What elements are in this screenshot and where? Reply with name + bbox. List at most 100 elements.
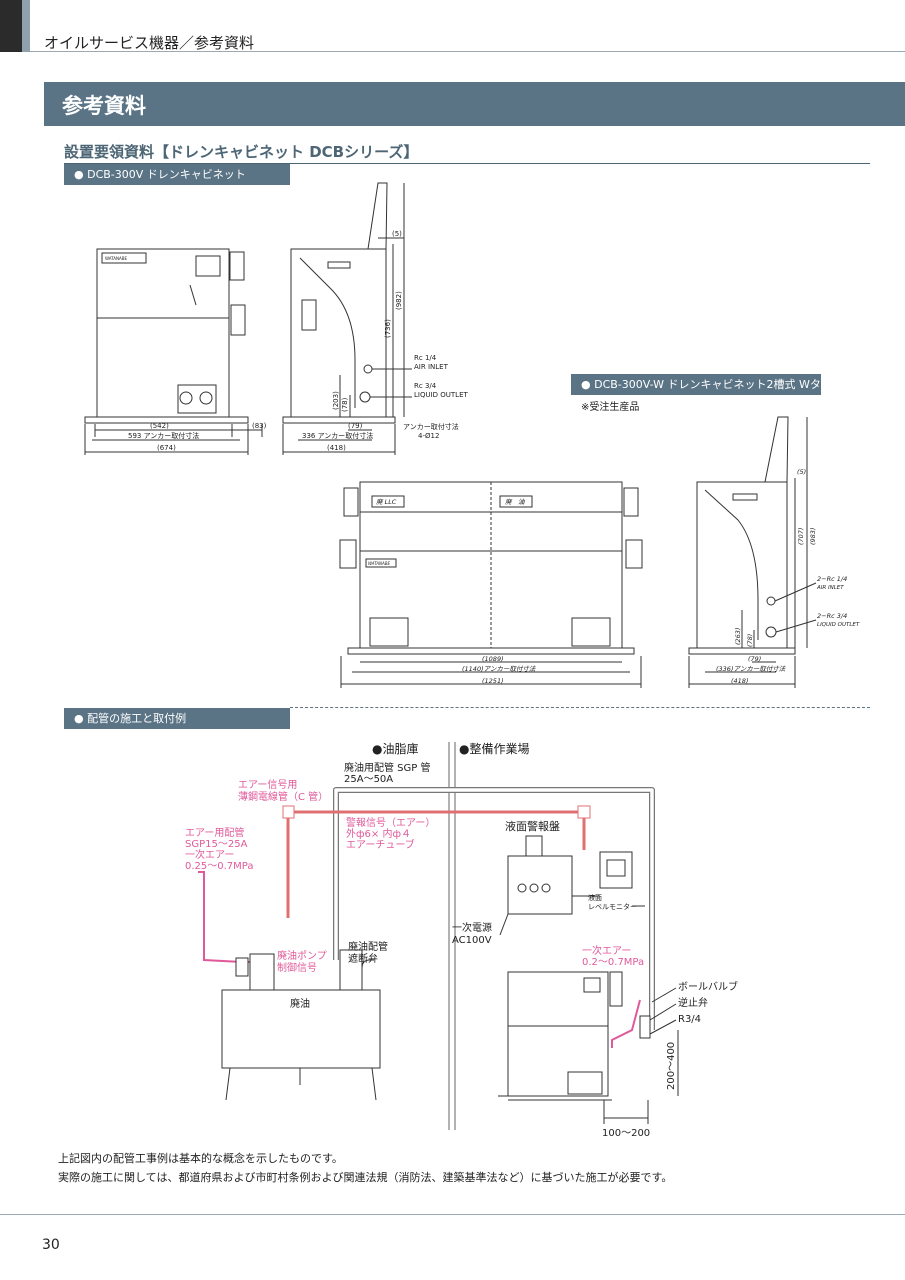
piping-dashed-rule (290, 707, 870, 708)
anchor-holes: 4-Ø12 (418, 432, 439, 440)
w-air-inlet-label: AIR INLET (816, 585, 844, 591)
air-supply-pipe-right (611, 999, 641, 1048)
page-number: 30 (42, 1237, 60, 1253)
side-air-inlet (363, 364, 373, 374)
alarm-label-1: 警報信号（エアー） (346, 816, 435, 829)
drawing-dcb300vw (339, 416, 817, 688)
r34-label: R3/4 (678, 1014, 701, 1025)
air-signal-label-1: エアー信号用 (238, 779, 297, 791)
dim-78: (78) (341, 397, 349, 412)
pump-label-1: 廃油ポンプ (277, 949, 327, 962)
side-lid-open (367, 182, 388, 250)
dim-418: (418) (327, 444, 346, 452)
level-monitor (599, 851, 633, 889)
side-valve (301, 299, 317, 331)
side-base (282, 416, 396, 424)
w-base (347, 647, 635, 655)
header-rule (30, 51, 905, 52)
w-air-inlet-size: 2−Rc 1/4 (817, 575, 847, 583)
running-header: オイルサービス機器／参考資料 (44, 34, 255, 52)
air-pipe-label-2: SGP15〜25A (185, 839, 248, 850)
w-regulator-left (343, 487, 359, 517)
section-subtitle: 設置要領資料【ドレンキャビネット DCBシリーズ】 (64, 143, 419, 161)
w-side-air-inlet (766, 596, 776, 606)
area-workshop: ●整備作業場 (459, 741, 529, 756)
front-cabinet-body (96, 248, 230, 418)
alarm-panel-label: 液面警報盤 (505, 819, 560, 833)
w-regulator-right (623, 487, 639, 517)
liquid-outlet-size: Rc 3/4 (414, 382, 437, 390)
waste-pipe-label-1: 廃油用配管 SGP 管 (344, 761, 430, 774)
front-window (195, 255, 221, 277)
valve-label-1: 廃油配管 (348, 940, 388, 953)
power-label-1: 一次電源 (452, 921, 492, 934)
air-pipe-label-4: 0.25〜0.7MPa (185, 861, 254, 872)
w-pump-left (369, 617, 409, 647)
front-logo-text: WATANABE (105, 256, 128, 261)
w-dim-336: (336)アンカー取付寸法 (716, 665, 786, 673)
alarm-lamp (525, 835, 543, 857)
check-valve-label: 逆止弁 (678, 996, 708, 1009)
subtitle-rule (64, 163, 870, 164)
anchor-label: アンカー取付寸法 (403, 422, 459, 431)
valve-label-2: 遮断弁 (348, 952, 378, 965)
w-dim-79: (79) (748, 655, 761, 663)
w-dim-707: (707) (797, 528, 805, 545)
w-dim-263: (263) (734, 628, 742, 645)
drain-cabinet (507, 971, 609, 1097)
dim-736: (736) (384, 319, 392, 338)
w-tank-label-left-box (371, 495, 405, 508)
title-band (44, 82, 905, 126)
footer-rule (0, 1214, 905, 1215)
drawing-dcb300v-labels: WATANABE (542) (83) 593 アンカー取付寸法 (674) (… (105, 230, 469, 452)
dim-203: (203) (332, 391, 340, 410)
dim-200-400: 200〜400 (666, 1042, 677, 1090)
waste-oil-pump (249, 953, 275, 991)
corner-accent-bar (22, 0, 30, 52)
front-logo-plate (101, 252, 147, 264)
waste-tank-label: 廃油 (290, 997, 310, 1010)
air-supply-pipe-left (198, 871, 254, 963)
air-inlet-size: Rc 1/4 (414, 354, 437, 362)
liquid-outlet-label: LIQUID OUTLET (414, 391, 469, 399)
dim-336: 336 アンカー取付寸法 (302, 431, 373, 440)
w-dim-1251: (1251) (482, 677, 504, 685)
alarm-panel-box (507, 855, 573, 915)
waste-oil-tank (221, 989, 381, 1069)
front-filter (230, 304, 246, 336)
air-pipe-label-3: 一次エアー (185, 848, 234, 861)
dim-100-200: 100〜200 (602, 1128, 650, 1139)
w-side-handle (732, 493, 758, 501)
drawing-dcb300v (84, 182, 412, 455)
label-piping: ● 配管の施工と取付例 (64, 708, 290, 729)
front-lever (189, 284, 197, 306)
w-side-lid (764, 416, 789, 483)
level-monitor-label-1: 液面 (588, 893, 602, 902)
w-pump-right (571, 617, 611, 647)
dim-79: (79) (348, 422, 363, 430)
alarm-label-3: エアーチューブ (346, 838, 415, 851)
primary-air-label-1: 一次エアー (582, 944, 631, 957)
primary-air-label-2: 0.2〜0.7MPa (582, 957, 644, 968)
w-dim-5: (5) (797, 468, 806, 476)
power-label-2: AC100V (452, 935, 492, 946)
page-title: 参考資料 (62, 94, 146, 118)
air-signal-label-2: 薄鋼電線管（C 管） (238, 790, 328, 803)
w-side-liquid-outlet (765, 626, 777, 638)
w-logo-plate (365, 558, 397, 568)
label-dcb300vw: ● DCB-300V-W ドレンキャビネット2槽式 Wタイプ (571, 374, 821, 412)
w-liquid-outlet-label: LIQUID OUTLET (817, 622, 860, 628)
made-to-order-note: ※受注生産品 (581, 402, 640, 413)
waste-pipe-label-2: 25A〜50A (344, 774, 393, 785)
dim-674: (674) (157, 444, 176, 452)
w-tank-label-right-box (499, 495, 533, 508)
w-liquid-outlet-size: 2−Rc 3/4 (817, 612, 847, 620)
dim-982: (982) (395, 291, 403, 310)
front-base (84, 416, 249, 424)
air-pipe-label-1: エアー用配管 (185, 826, 244, 839)
w-dim-1089: (1089) (482, 655, 504, 663)
drawing-dcb300vw-labels: 廃 LLC 廃 油 WATANABE (1089) (1140)アンカー取付寸法… (368, 468, 860, 685)
front-pump-wheel (179, 391, 193, 405)
side-drain-hose (299, 257, 356, 408)
area-oil-storage: ●油脂庫 (372, 741, 418, 756)
